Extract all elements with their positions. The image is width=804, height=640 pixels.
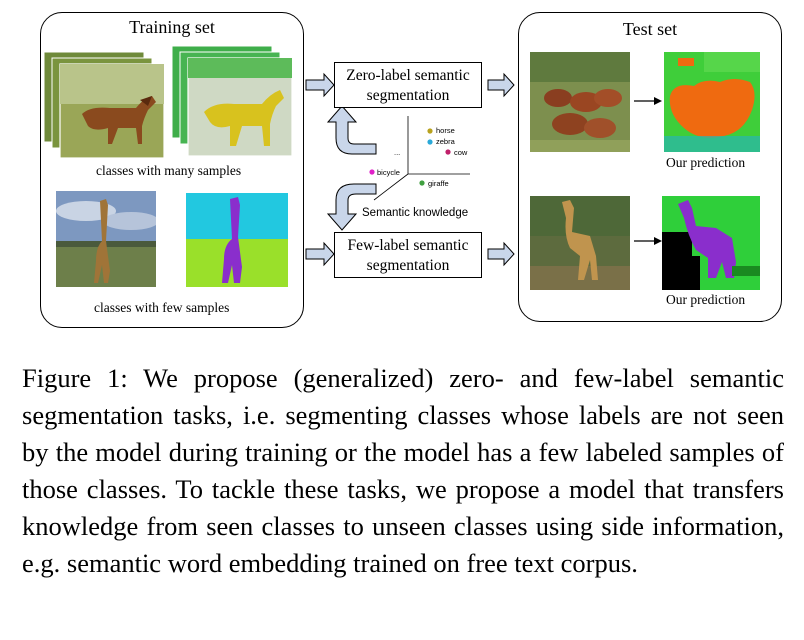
few-samples-label: classes with few samples [94, 300, 230, 315]
prediction-label-top: Our prediction [666, 155, 746, 170]
zero-label-box: Zero-label semantic segmentation [334, 62, 482, 108]
semantic-knowledge-label: Semantic knowledge [362, 207, 469, 219]
giraffe-segmentation [186, 193, 288, 287]
prediction-label-bottom: Our prediction [666, 292, 746, 307]
test-set-title: Test set [622, 19, 678, 39]
few-label-box: Few-label semantic segmentation [334, 232, 482, 278]
arrow-to-prediction-top [634, 97, 662, 105]
embedding-point-horse [427, 128, 433, 134]
flow-arrows [305, 72, 515, 267]
embedding-point-zebra [427, 139, 433, 145]
embedding-label-giraffe: giraffe [428, 179, 449, 188]
horse-segmentation-stack [170, 46, 296, 160]
horse-photo-stack [44, 52, 168, 160]
training-set-title: Training set [129, 17, 215, 37]
arrow-to-prediction-bottom [634, 237, 662, 245]
zero-label-text: Zero-label semantic segmentation [346, 67, 470, 104]
many-samples-label: classes with many samples [96, 163, 242, 178]
cows-photo [530, 52, 630, 152]
giraffe-test-photo [530, 196, 630, 290]
giraffe-photo [56, 191, 156, 287]
embedding-point-giraffe [419, 180, 425, 186]
embedding-label-zebra: zebra [436, 137, 455, 146]
embedding-plot [369, 116, 470, 201]
few-label-text: Few-label semantic segmentation [347, 237, 469, 274]
embedding-label-bicycle: bicycle [377, 168, 400, 177]
embedding-point-cow [445, 149, 451, 155]
embedding-ellipsis: ... [394, 148, 401, 157]
cows-prediction [664, 52, 760, 152]
embedding-label-horse: horse [436, 126, 455, 135]
embedding-point-bicycle [369, 169, 375, 175]
figure-caption: Figure 1: We propose (generalized) zero-… [22, 363, 784, 578]
embedding-label-cow: cow [454, 148, 468, 157]
giraffe-prediction [662, 196, 760, 290]
